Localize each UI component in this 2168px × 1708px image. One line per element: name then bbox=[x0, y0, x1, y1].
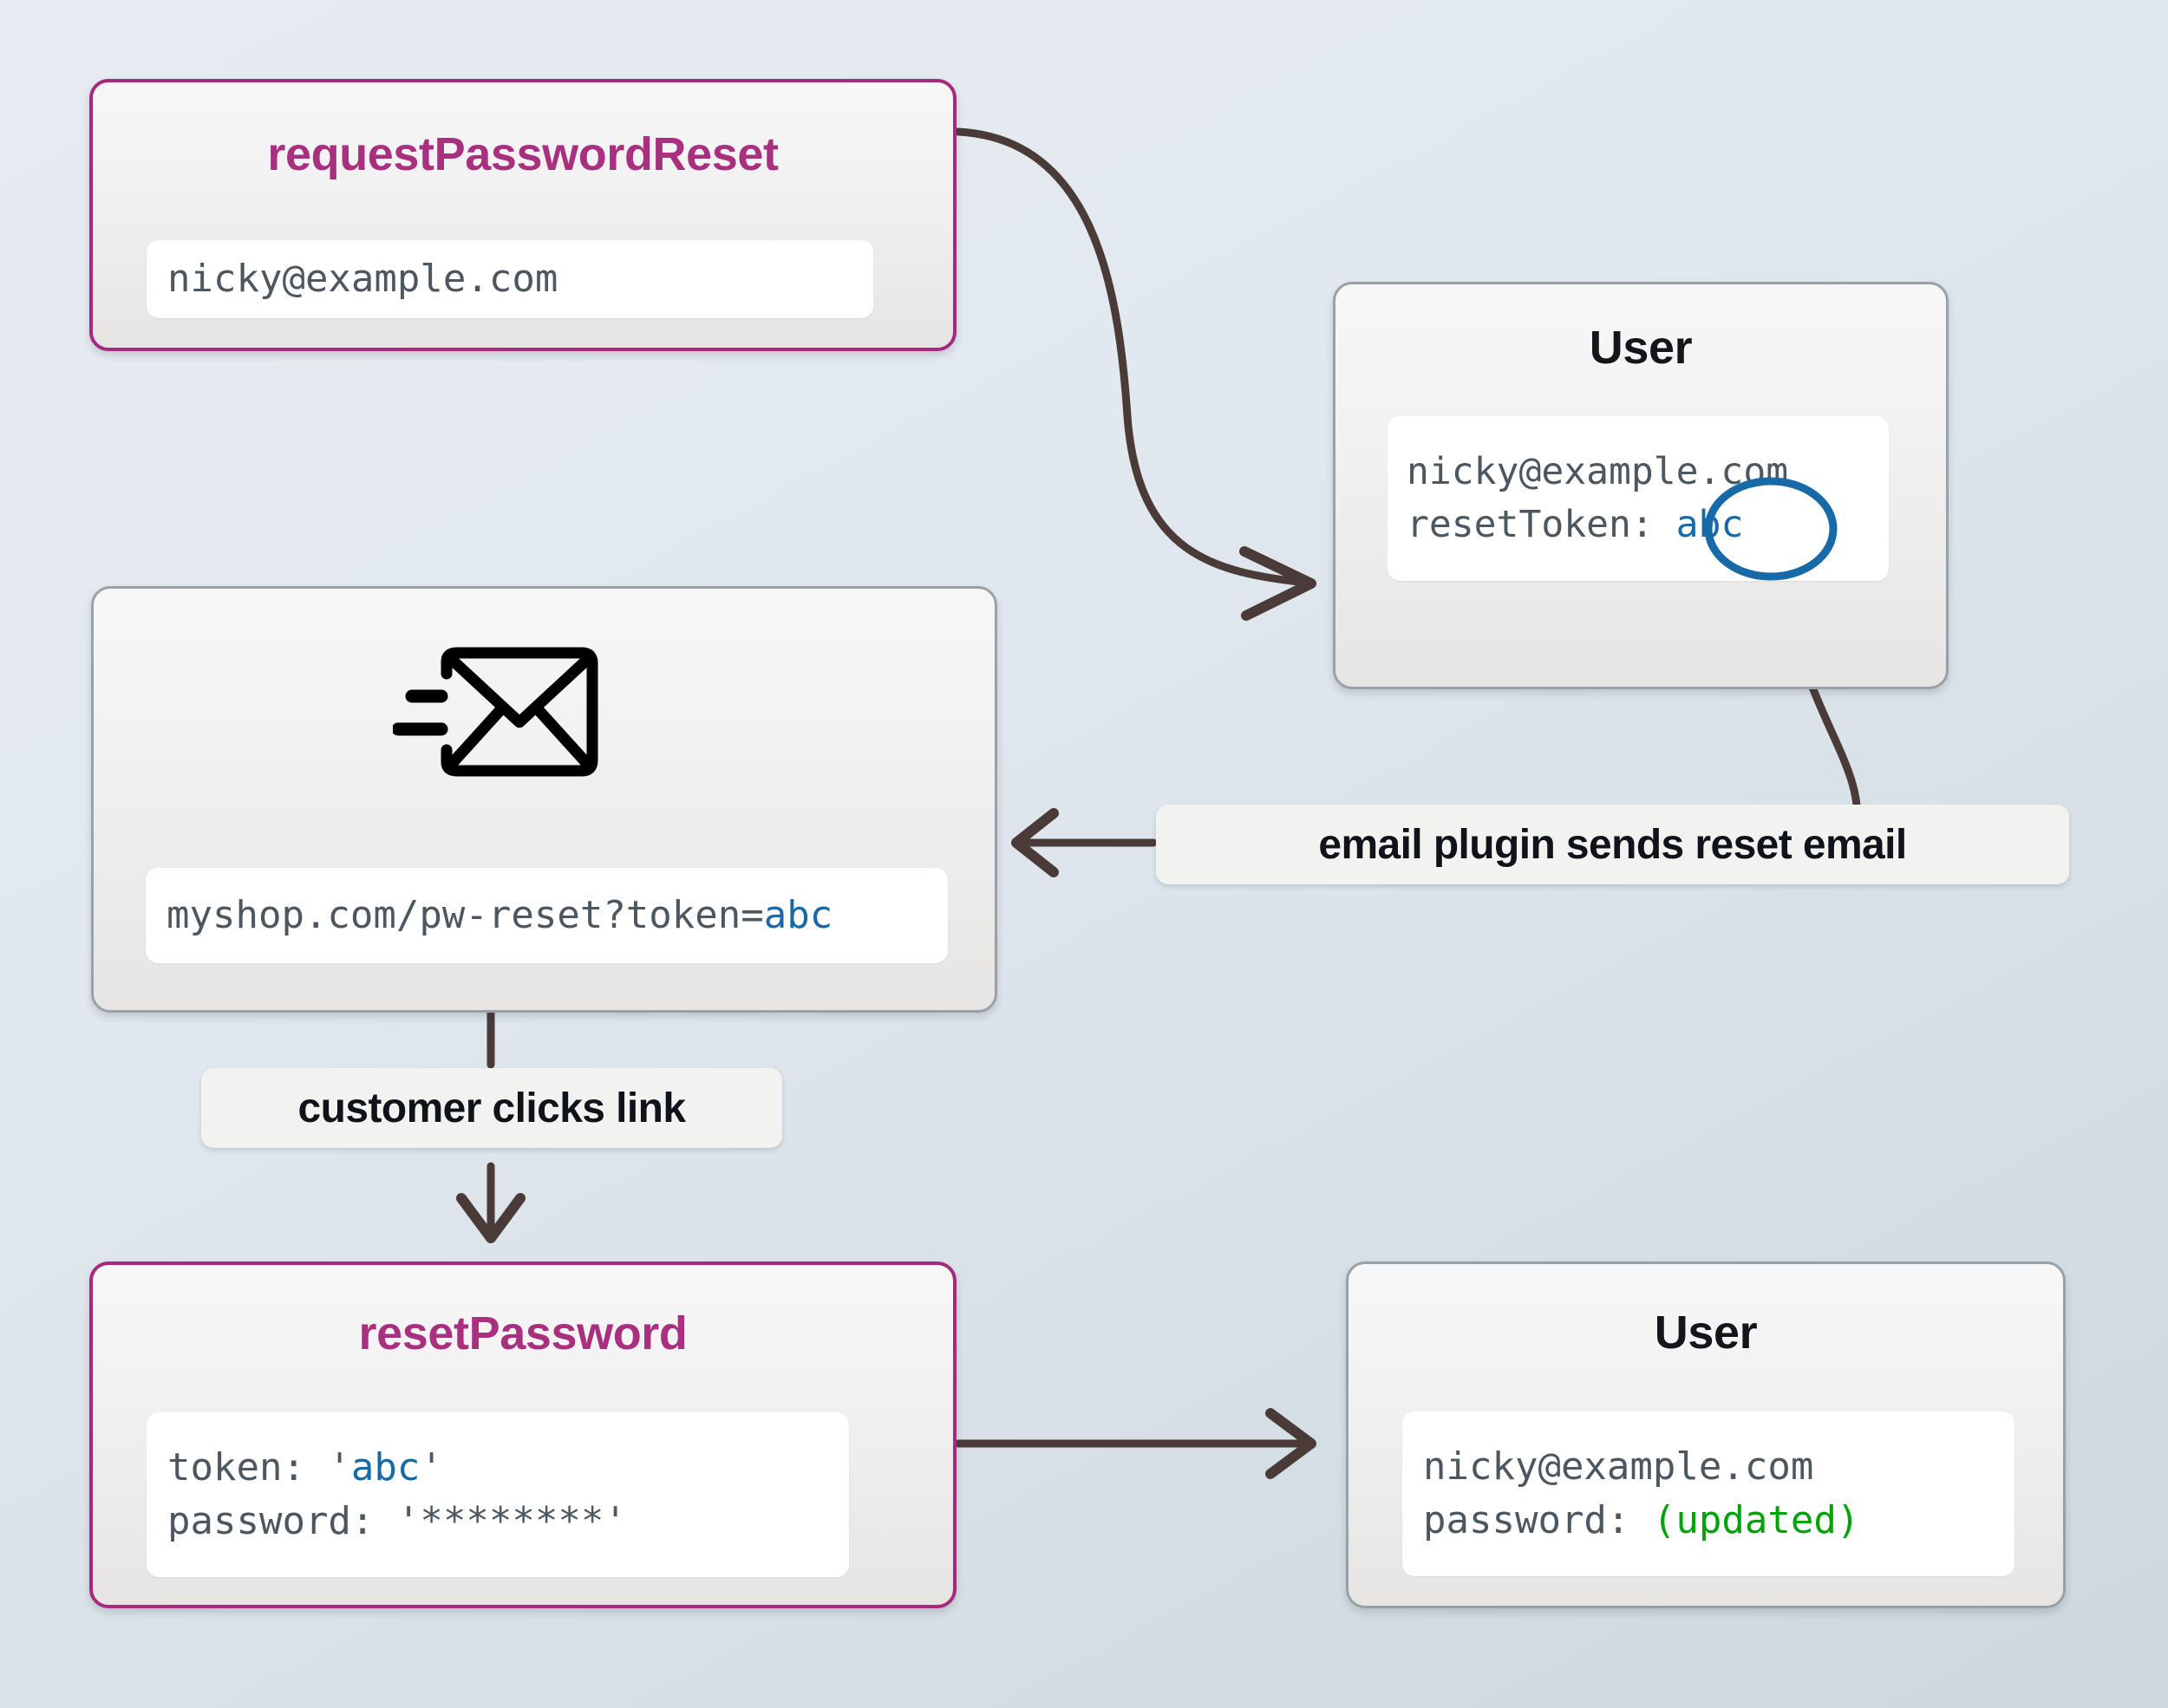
reset-url-prefix: myshop.com/pw-reset?token= bbox=[167, 892, 764, 937]
field-request-password-reset: nicky@example.com bbox=[147, 240, 873, 318]
node-email-message[interactable]: myshop.com/pw-reset?token=abc bbox=[91, 586, 997, 1013]
password-label: password: bbox=[1423, 1498, 1653, 1542]
node-user-bottom[interactable]: User nicky@example.com password: (update… bbox=[1346, 1261, 2066, 1608]
reset-token-value: abc bbox=[1675, 503, 1744, 546]
field-user-top: nicky@example.com resetToken: abc bbox=[1388, 416, 1889, 581]
node-title-user-bottom: User bbox=[1654, 1307, 1758, 1359]
field-line-email: nicky@example.com bbox=[1423, 1444, 1814, 1489]
edge-plugin-to-email-arrowhead bbox=[1011, 808, 1059, 877]
node-reset-password[interactable]: resetPassword token: 'abc' password: '**… bbox=[89, 1261, 957, 1608]
token-value: abc bbox=[350, 1444, 421, 1490]
node-user-top[interactable]: User nicky@example.com resetToken: abc bbox=[1333, 282, 1949, 689]
node-title-reset-password: resetPassword bbox=[358, 1307, 688, 1359]
field-line-token: token: 'abc' bbox=[167, 1441, 828, 1495]
field-user-bottom: nicky@example.com password: (updated) bbox=[1402, 1411, 2015, 1576]
field-line-email: nicky@example.com bbox=[167, 256, 558, 301]
reset-url-token: abc bbox=[763, 892, 833, 937]
token-suffix: ' bbox=[420, 1444, 443, 1490]
edge-label-customer-clicks: customer clicks link bbox=[201, 1068, 782, 1148]
node-request-password-reset[interactable]: requestPasswordReset nicky@example.com bbox=[89, 79, 957, 351]
node-title-user-top: User bbox=[1589, 322, 1693, 374]
password-value: (updated) bbox=[1652, 1498, 1860, 1542]
field-line-email: nicky@example.com bbox=[1407, 449, 1789, 493]
field-reset-password: token: 'abc' password: '********' bbox=[147, 1412, 849, 1577]
field-line-reset-token: resetToken: abc bbox=[1407, 499, 1870, 551]
edge-request-to-user bbox=[954, 127, 1309, 587]
field-line-password: password: (updated) bbox=[1423, 1494, 1994, 1548]
field-line-reset-url: myshop.com/pw-reset?token=abc bbox=[167, 889, 927, 942]
envelope-send-icon bbox=[393, 647, 598, 777]
edge-email-to-reset-arrowhead bbox=[456, 1193, 526, 1243]
field-line-password: password: '********' bbox=[167, 1499, 627, 1543]
node-title-request-password-reset: requestPasswordReset bbox=[267, 128, 779, 180]
field-email-message: myshop.com/pw-reset?token=abc bbox=[146, 868, 948, 963]
edge-label-email-plugin: email plugin sends reset email bbox=[1156, 805, 2069, 884]
token-prefix: token: ' bbox=[167, 1444, 351, 1490]
edge-reset-to-user-arrowhead bbox=[1265, 1408, 1316, 1479]
reset-token-label: resetToken: bbox=[1407, 503, 1676, 546]
edge-request-to-user-arrowhead bbox=[1239, 546, 1316, 621]
